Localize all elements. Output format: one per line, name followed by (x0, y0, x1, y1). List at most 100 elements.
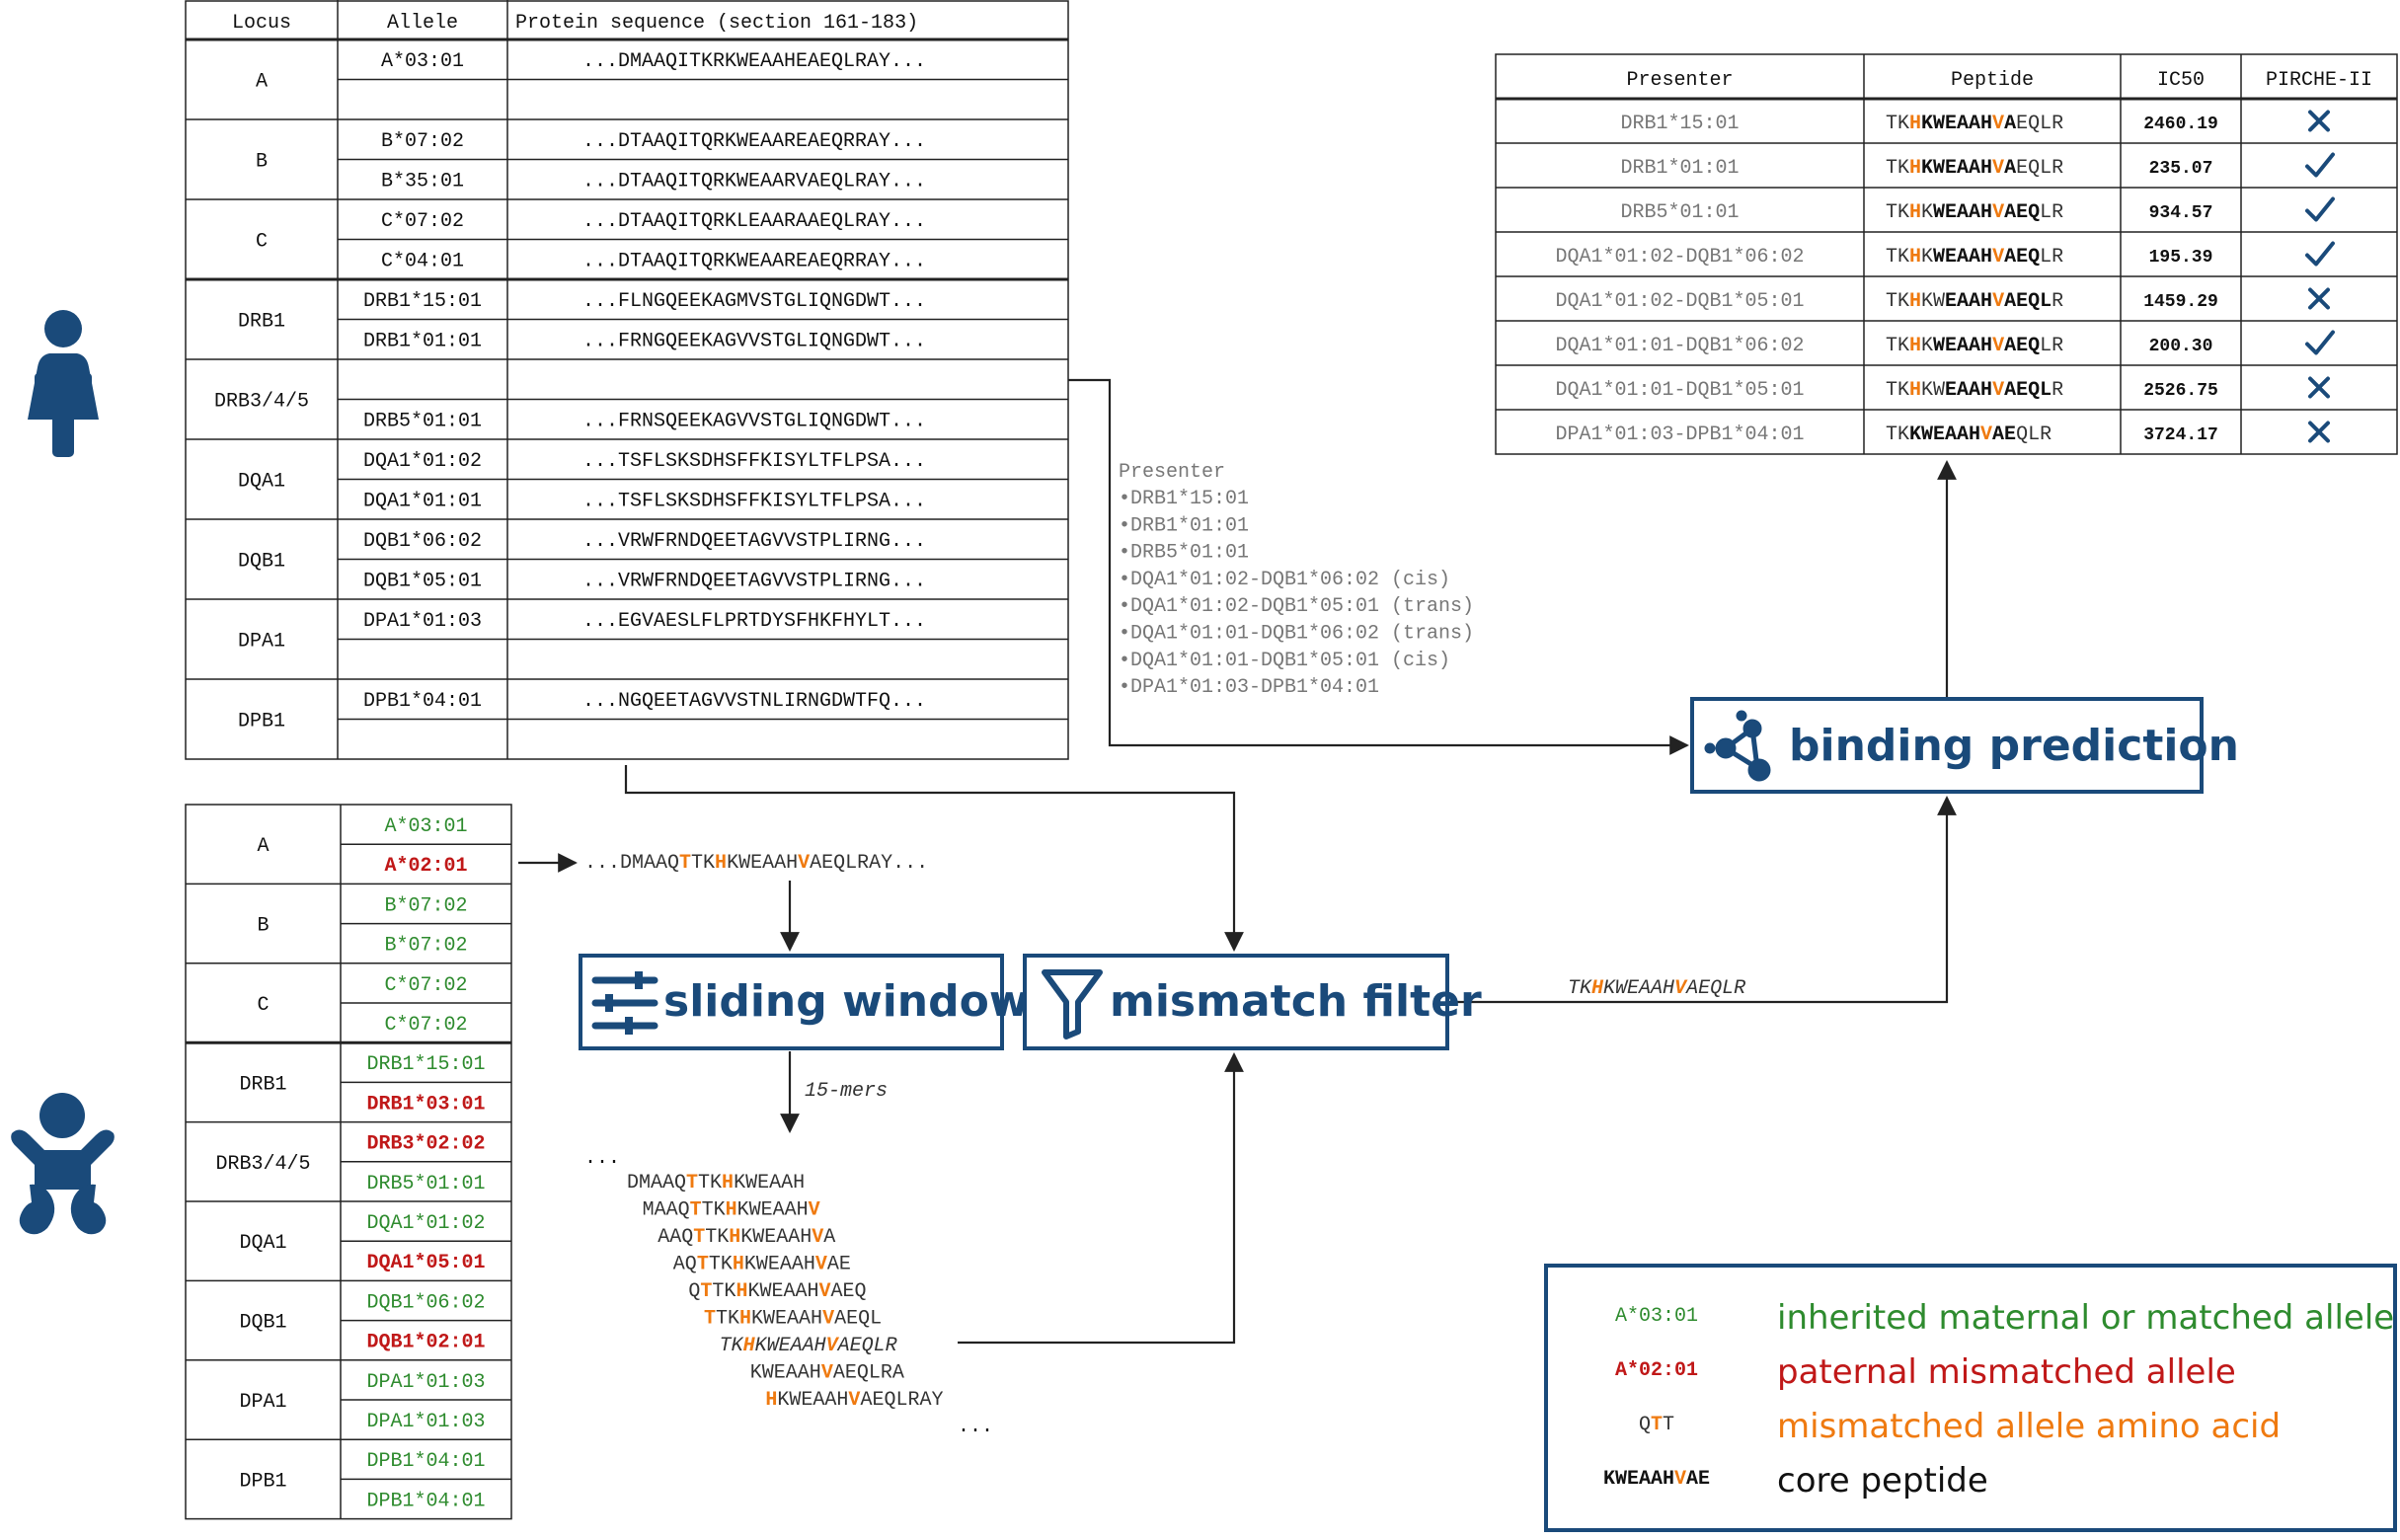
cross-icon (2308, 110, 2330, 132)
sequence-segment: T (690, 1199, 702, 1222)
sequence-cell: ...DMAAQITKRKWEAAHEAEQLRAY... (582, 50, 926, 73)
sequence-segment: LR (2040, 246, 2063, 269)
sequence-segment: AEQ (2004, 246, 2040, 269)
sequence-segment: TK (705, 1226, 729, 1249)
locus-cell: DQB1 (239, 1312, 286, 1335)
locus-cell: DRB1 (238, 311, 285, 334)
peptide-15mer: AAQTTKHKWEAAHVA (658, 1226, 835, 1249)
cross-icon (2308, 421, 2330, 443)
presenter-cell: DRB1*01:01 (1620, 157, 1739, 180)
molecule-network-icon (1704, 710, 1771, 782)
matched-allele-cell: B*07:02 (384, 894, 467, 917)
binding-prediction-box: binding prediction (1690, 697, 2239, 794)
sequence-segment: KWEAAH (734, 1172, 805, 1194)
mismatch-filter-label: mismatch filter (1110, 976, 1482, 1027)
allele-cell: DQB1*05:01 (363, 571, 482, 593)
ic50-cell: 3724.17 (2143, 425, 2218, 445)
sequence-segment: K (1921, 335, 1933, 357)
presenter-cell: DQA1*01:01-DQB1*05:01 (1555, 379, 1804, 402)
locus-cell: C (256, 231, 268, 254)
legend-frame (1544, 1264, 2397, 1532)
sequence-segment: K (1921, 246, 1933, 269)
ic50-cell: 2526.75 (2143, 381, 2218, 401)
peptide-15mer: KWEAAHVAEQLRA (750, 1362, 904, 1385)
matched-allele-cell: C*07:02 (384, 1014, 467, 1037)
matched-allele-cell: DPB1*04:01 (366, 1490, 485, 1512)
sequence-segment: TK (712, 1280, 735, 1303)
sequence-segment: AEQ (2004, 335, 2040, 357)
locus-cell: DRB1 (239, 1073, 286, 1096)
legend-sample: KWEAAHVAE (1603, 1468, 1710, 1491)
sequence-segment: KW (1921, 379, 1945, 402)
peptide-15mer: AQTTKHKWEAAHVAE (673, 1254, 851, 1276)
sequence-segment: V (798, 852, 810, 875)
check-icon (2305, 330, 2335, 355)
allele-cell: DQA1*01:02 (363, 450, 482, 473)
matched-allele-cell: DQB1*06:02 (366, 1291, 485, 1314)
sequence-segment: T (697, 1254, 709, 1276)
check-icon (2305, 152, 2335, 178)
allele-cell: DQA1*01:01 (363, 491, 482, 513)
peptide-cell: TKHKWEAAHVAEQLR (1886, 290, 2063, 313)
sequence-segment: A (823, 1226, 835, 1249)
matched-allele-cell: DPB1*04:01 (366, 1450, 485, 1473)
legend-label: paternal mismatched allele (1777, 1352, 2236, 1392)
presenter-list-item: •DQA1*01:02-DQB1*06:02 (cis) (1119, 569, 1450, 591)
sequence-segment: KWEAAH (1921, 113, 1992, 135)
sequence-segment: KWEAAH (1603, 977, 1674, 1000)
sequence-segment: V (822, 1308, 834, 1331)
matched-allele-cell: DPA1*01:03 (366, 1371, 485, 1394)
sequence-segment: LR (2040, 335, 2063, 357)
ellipsis: ... (958, 1416, 993, 1438)
ic50-cell: 1459.29 (2143, 292, 2218, 312)
sliding-window-label: sliding window (663, 976, 1030, 1027)
column-header: Protein sequence (section 161-183) (515, 12, 918, 35)
sequence-segment: K (1921, 201, 1933, 224)
sequence-segment: H (743, 1335, 756, 1357)
sequence-segment: R (2052, 379, 2063, 402)
sequence-segment: V (1980, 424, 1992, 446)
presenter-cell: DQA1*01:01-DQB1*06:02 (1555, 335, 1804, 357)
sequence-segment: WEAAH (1933, 335, 1992, 357)
connector-maternal-to-filter (624, 765, 1244, 952)
locus-cell: DPB1 (238, 711, 285, 733)
sequence-segment: A (2004, 113, 2016, 135)
sequence-segment: TK (1886, 246, 1909, 269)
allele-cell: C*04:01 (381, 251, 464, 273)
presenter-list: Presenter•DRB1*15:01•DRB1*01:01•DRB5*01:… (1119, 461, 1474, 699)
locus-cell: DPB1 (239, 1470, 286, 1493)
presenter-cell: DQA1*01:02-DQB1*06:02 (1555, 246, 1804, 269)
locus-cell: DPA1 (238, 631, 285, 654)
sliders-icon (591, 971, 658, 1035)
sequence-segment: A*03:01 (1615, 1305, 1698, 1328)
sequence-segment: H (726, 1199, 737, 1222)
presenter-cell: DRB1*15:01 (1620, 113, 1739, 135)
presenter-list-item: •DQA1*01:02-DQB1*05:01 (trans) (1119, 595, 1474, 618)
filtered-peptide-label: TKHKWEAAHVAEQLR (1568, 977, 1745, 1000)
presenter-list-item: •DPA1*01:03-DPB1*04:01 (1119, 676, 1379, 699)
sequence-cell: ...TSFLSKSDHSFFKISYLTFLPSA... (582, 491, 926, 513)
sequence-segment: AEQLRA (833, 1362, 904, 1385)
sequence-segment: Q (1639, 1414, 1651, 1436)
fifteen-mer-list: ...DMAAQTTKHKWEAAHMAAQTTKHKWEAAHVAAQTTKH… (584, 1147, 993, 1438)
matched-allele-cell: A*03:01 (384, 815, 467, 838)
legend-label: inherited maternal or matched allele (1777, 1298, 2394, 1338)
table-frame (1495, 53, 2398, 455)
cross-icon (2308, 376, 2330, 399)
sequence-cell: ...NGQEETAGVVSTNLIRNGDWTFQ... (582, 690, 926, 713)
sequence-segment: V (1674, 1468, 1686, 1491)
binding-prediction-label: binding prediction (1789, 721, 2239, 771)
locus-cell: DRB3/4/5 (215, 1153, 310, 1176)
sequence-segment: DMAAQ (627, 1172, 686, 1194)
matched-allele-cell: DRB5*01:01 (366, 1173, 485, 1195)
locus-cell: B (256, 151, 268, 174)
presenter-list-title: Presenter (1119, 461, 1225, 484)
legend-sample: A*03:01 (1615, 1305, 1698, 1328)
sequence-segment: TK (1886, 335, 1909, 357)
sequence-segment: AEQ (2004, 201, 2040, 224)
mismatched-allele-cell: DQA1*05:01 (366, 1252, 485, 1274)
sequence-segment: TK (720, 1335, 744, 1357)
